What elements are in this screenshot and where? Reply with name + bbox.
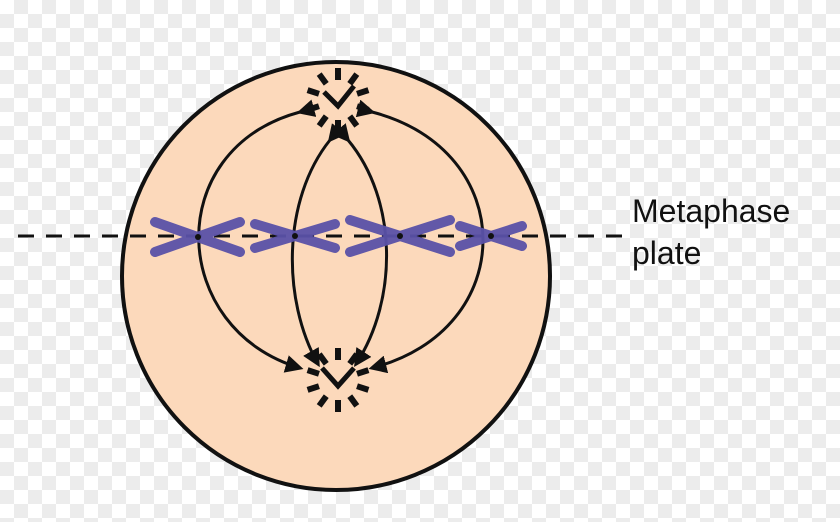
spindle-fiber-inner-right [331,123,388,368]
label-line-2: plate [632,235,702,271]
metaphase-plate-label: Metaphase plate [632,190,790,274]
bottom-centrosome [306,348,370,412]
spindle-fiber-inner-left [290,123,347,368]
top-centrosome [306,68,370,132]
centromeres [195,233,494,240]
label-line-1: Metaphase [632,193,791,229]
